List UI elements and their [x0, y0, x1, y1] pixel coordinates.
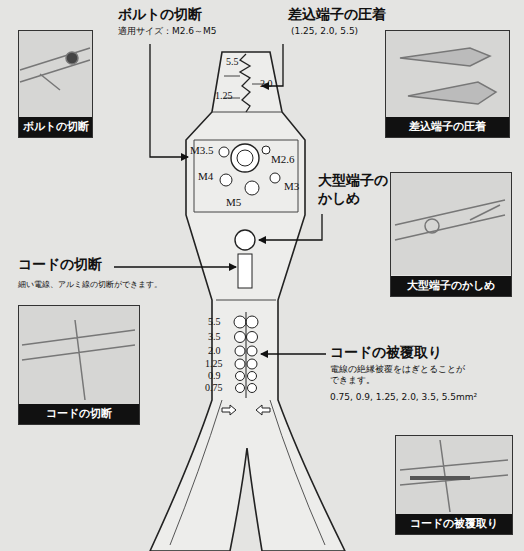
- size-number: 5.5: [226, 56, 239, 69]
- inset-caption: コードの切断: [19, 404, 139, 424]
- strip-hole: [247, 346, 257, 356]
- handle-grip: [170, 400, 325, 545]
- size-number: 2.0: [260, 78, 273, 91]
- leader-line: [259, 214, 322, 240]
- inset-photo: [18, 30, 93, 118]
- inset-caption: 差込端子の圧着: [386, 117, 509, 137]
- cutter-blade: [238, 254, 252, 288]
- strip-hole: [235, 346, 245, 356]
- bolt-hole: [245, 181, 259, 195]
- strip-hole: [235, 359, 245, 369]
- close-arrow: [256, 405, 270, 415]
- leader-line: [150, 44, 188, 157]
- inset-photo: [18, 305, 140, 405]
- bolt-size: M2.6: [271, 153, 295, 167]
- tool-edges: [194, 112, 298, 300]
- strip-hole: [234, 316, 246, 328]
- callout-note: 適用サイズ：M2.6～M5: [118, 26, 217, 37]
- strip-hole: [235, 332, 246, 343]
- photo-inset: ボルトの切断: [18, 30, 93, 138]
- bolt-sketch: [66, 52, 78, 64]
- callout-heading: 差込端子の圧着: [288, 6, 386, 24]
- size-number: 0.9: [208, 370, 221, 383]
- strip-divider: [246, 312, 247, 398]
- bolt-hole: [262, 146, 270, 154]
- callout-heading: ボルトの切断: [118, 6, 202, 24]
- strip-hole: [247, 332, 258, 343]
- bolt-size: M4: [198, 170, 213, 184]
- wire-sketch: [410, 476, 470, 480]
- bolt-hole: [270, 173, 280, 183]
- size-number: 0.75: [205, 382, 223, 395]
- inset-photo: [395, 435, 513, 515]
- tool-body: [150, 52, 345, 551]
- strip-hole: [248, 384, 257, 393]
- inset-caption: 大型端子のかしめ: [391, 276, 511, 296]
- callout-note: 電線の絶縁被覆をはぎとることが できます。: [330, 364, 470, 387]
- callout-heading: コードの切断: [18, 256, 102, 274]
- strip-hole: [236, 372, 245, 381]
- inset-caption: ボルトの切断: [19, 117, 92, 137]
- inset-photo: [390, 172, 512, 275]
- bolt-hole: [220, 174, 232, 186]
- leader-line: [261, 353, 326, 354]
- callout-note: 0.75, 0.9, 1.25, 2.0, 3.5, 5.5mm²: [330, 392, 477, 403]
- bolt-hole: [219, 147, 229, 157]
- callout-heading: 大型端子の かしめ: [318, 172, 398, 207]
- bolt-hole: [231, 144, 259, 172]
- strip-hole: [246, 316, 258, 328]
- plier-sketch: [400, 440, 508, 512]
- photo-inset: コードの被覆取り: [395, 435, 513, 535]
- size-number: 3.5: [208, 331, 221, 344]
- bolt-hole: [237, 150, 253, 166]
- inset-caption: コードの被覆取り: [396, 514, 512, 534]
- crimp-die: [235, 230, 255, 250]
- plier-sketch: [20, 48, 90, 90]
- terminal-sketch: [400, 48, 496, 104]
- bolt-size: M3.5: [190, 144, 214, 158]
- leader-lines: [114, 44, 326, 354]
- bolt-size: M5: [226, 196, 241, 210]
- size-number: 1.25: [215, 90, 233, 103]
- strip-hole: [248, 372, 257, 381]
- close-arrow: [222, 405, 236, 415]
- size-number: 5.5: [208, 316, 221, 329]
- inset-photo: [385, 30, 510, 120]
- photo-inset: 大型端子のかしめ: [390, 172, 512, 297]
- photo-inset: 差込端子の圧着: [385, 30, 510, 138]
- callout-note: 細い電線、アルミ線の切断ができます。: [18, 280, 162, 290]
- strip-hole: [236, 384, 245, 393]
- plier-sketch: [22, 320, 135, 400]
- callout-heading: コードの被覆取り: [330, 344, 442, 362]
- leader-line: [114, 266, 236, 267]
- callout-note: (1.25, 2.0, 5.5): [291, 26, 358, 37]
- bolt-size: M3: [284, 180, 299, 194]
- size-number: 1.25: [205, 358, 223, 371]
- ring-terminal-sketch: [425, 219, 439, 233]
- crimp-jaws: [240, 54, 250, 112]
- photo-inset: コードの切断: [18, 305, 140, 425]
- strip-hole: [247, 359, 257, 369]
- plier-sketch: [395, 200, 505, 240]
- size-number: 2.0: [208, 345, 221, 358]
